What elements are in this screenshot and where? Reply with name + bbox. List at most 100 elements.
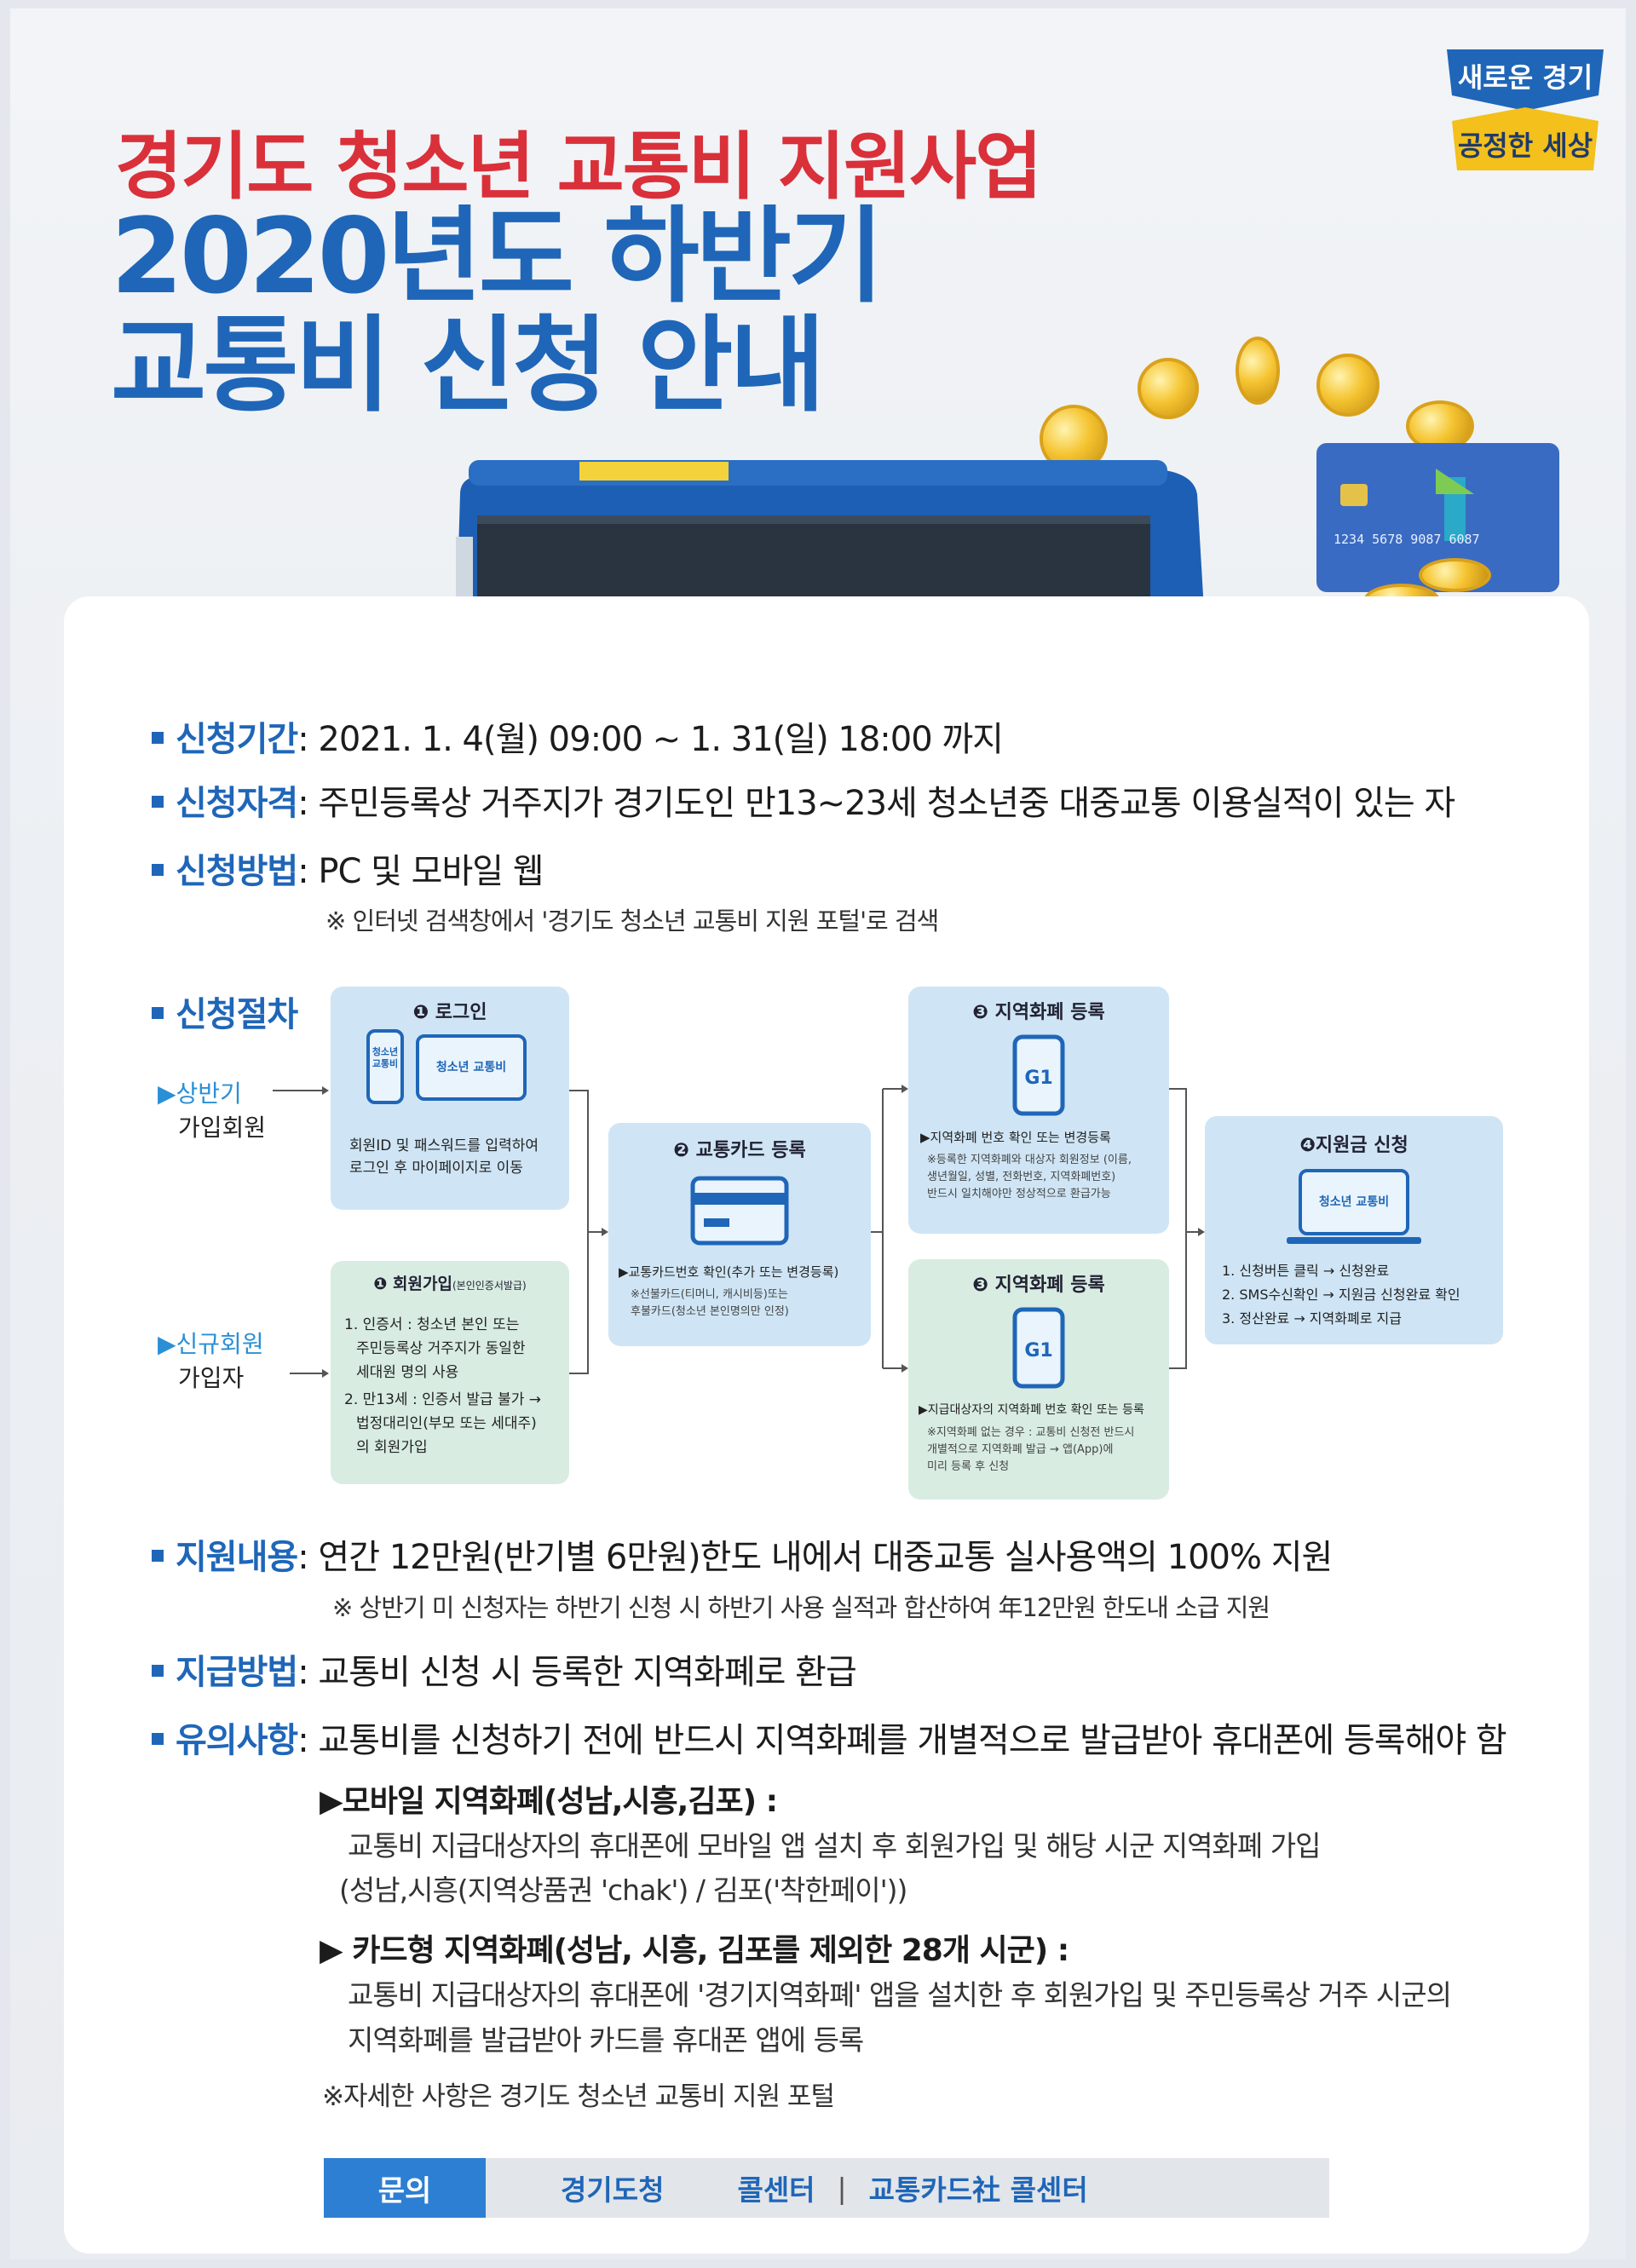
caution-mobile-line1: 교통비 지급대상자의 휴대폰에 모바일 앱 설치 후 회원가입 및 해당 시군 … [348,1829,1321,1862]
card-number: 1234 5678 9087 6087 [1334,532,1480,547]
inquiry-label: 문의 [324,2158,486,2218]
support-row: 지원내용: 연간 12만원(반기별 6만원)한도 내에서 대중교통 실사용액의 … [152,1529,1333,1579]
side-label-new: ▶신규회원 가입자 [158,1330,264,1392]
coin-icon [1138,358,1199,419]
step-signup-text-5: 법정대리인(부모 또는 세대주) [356,1415,537,1432]
step-local-currency-small-1b: 생년월일, 성별, 전화번호, 지역화폐번호) [927,1171,1116,1183]
step-apply-text-3: 3. 정산완료 → 지역화폐로 지급 [1222,1310,1402,1327]
laptop-icon: 청소년 교통비 [1299,1169,1409,1235]
step-local-currency-text-1: ▶지역화폐 번호 확인 또는 변경등록 [920,1130,1111,1145]
transit-card-illustration: 1234 5678 9087 6087 [1316,443,1559,592]
payment-label: 지급방법 [176,1653,298,1692]
caution-card-line1: 교통비 지급대상자의 휴대폰에 '경기지역화폐' 앱을 설치한 후 회원가입 및… [348,1978,1452,2012]
step-local-currency-small-2a: ※지역화폐 없는 경우 : 교통비 신청전 반드시 [927,1426,1135,1439]
logo-line1: 새로운 경기 [1458,61,1593,94]
step-signup-text-4: 2. 만13세 : 인증서 발급 불가 → [344,1391,542,1408]
bullet-icon [152,1550,164,1562]
bullet-icon [152,1733,164,1745]
caution-card-line2: 지역화폐를 발급받아 카드를 휴대폰 앱에 등록 [348,2023,864,2057]
step-local-currency-small-1c: 반드시 일치해야만 정상적으로 환급가능 [927,1188,1111,1200]
step-transit-card-small-1: ※선불카드(티머니, 캐시비등)또는 [631,1288,788,1301]
eligibility-value: : 주민등록상 거주지가 경기도인 만13~23세 청소년중 대중교통 이용실적… [297,784,1455,823]
procedure-row: 신청절차 [152,987,298,1036]
step-transit-card-small-2: 후불카드(청소년 본인명의만 인정) [631,1305,789,1318]
caution-value: : 교통비를 신청하기 전에 반드시 지역화폐를 개별적으로 발급받아 휴대폰에… [297,1721,1506,1760]
gyeonggi-logo: 새로운 경기 공정한 세상 [1447,49,1604,170]
step-apply-title: ❹지원금 신청 [1299,1135,1408,1156]
coin-icon [1236,337,1280,405]
method-row: 신청방법: PC 및 모바일 웹 [152,843,544,893]
step-signup-text-3: 세대원 명의 사용 [356,1364,459,1381]
step-local-currency-text-2: ▶지급대상자의 지역화폐 번호 확인 또는 등록 [919,1403,1144,1417]
step-signup-title: ❶ 회원가입(본인인증서발급) [373,1275,527,1293]
step-local-currency-title-1: ❸ 지역화폐 등록 [972,1002,1105,1023]
step-transit-card-box: ❷ 교통카드 등록 ▶교통카드번호 확인(추가 또는 변경등록) ※선불카드(티… [608,1123,871,1346]
bullet-icon [152,1665,164,1677]
step-apply-text-2: 2. SMS수신확인 → 지원금 신청완료 확인 [1222,1287,1460,1303]
support-label: 지원내용 [176,1538,298,1577]
procedure-label: 신청절차 [176,995,298,1034]
step-apply-box: ❹지원금 신청 청소년 교통비 1. 신청버튼 클릭 → 신청완료 2. SMS… [1205,1116,1503,1344]
footer-separator: | [837,2171,847,2205]
phone-icon: 청소년 교통비 [366,1029,404,1104]
caution-label: 유의사항 [176,1721,298,1760]
period-label: 신청기간 [176,720,298,759]
credit-card-icon [690,1176,789,1246]
logo-line2: 공정한 세상 [1458,130,1593,162]
title-line1: 2020년도 하반기 [111,196,884,317]
side-label-existing: ▶상반기 가입회원 [158,1079,267,1142]
svg-text:G1: G1 [1024,1340,1052,1361]
laptop-icon: 청소년 교통비 [416,1034,527,1101]
method-note: ※ 인터넷 검색창에서 '경기도 청소년 교통비 지원 포털'로 검색 [325,907,939,935]
laptop-base [1287,1237,1421,1244]
coin-icon [1316,354,1380,417]
period-row: 신청기간: 2021. 1. 4(월) 09:00 ~ 1. 31(일) 18:… [152,711,1004,761]
step-local-currency-small-1a: ※등록한 지역화폐와 대상자 회원정보 (이름, [927,1154,1132,1166]
step-local-currency-title-2: ❸ 지역화폐 등록 [972,1275,1105,1296]
caution-row: 유의사항: 교통비를 신청하기 전에 반드시 지역화폐를 개별적으로 발급받아 … [152,1713,1507,1762]
step-local-currency-box-2: ❸ 지역화폐 등록 G1 ▶지급대상자의 지역화폐 번호 확인 또는 등록 ※지… [908,1259,1169,1500]
bullet-icon [152,732,164,744]
title-line2: 교통비 신청 안내 [111,305,826,426]
payment-row: 지급방법: 교통비 신청 시 등록한 지역화폐로 환급 [152,1644,857,1694]
step-local-currency-small-2b: 개별적으로 지역화폐 발급 → 앱(App)에 [927,1443,1114,1456]
footer-card-call: 교통카드社 콜센터 [868,2173,1088,2207]
footer-gov: 경기도청 [561,2173,665,2207]
payment-value: : 교통비 신청 시 등록한 지역화폐로 환급 [297,1653,857,1692]
method-value: : PC 및 모바일 웹 [297,852,544,891]
support-value: : 연간 12만원(반기별 6만원)한도 내에서 대중교통 실사용액의 100%… [297,1538,1333,1577]
bullet-icon [152,796,164,808]
support-note: ※ 상반기 미 신청자는 하반기 신청 시 하반기 사용 실적과 합산하여 年1… [332,1593,1270,1622]
eligibility-label: 신청자격 [176,784,298,823]
phone-icon: G1 [1012,1307,1065,1389]
period-value: : 2021. 1. 4(월) 09:00 ~ 1. 31(일) 18:00 까… [297,720,1004,759]
method-label: 신청방법 [176,852,298,891]
bullet-icon [152,864,164,876]
step-signup-text-2: 주민등록상 거주지가 동일한 [356,1340,526,1357]
phone-icon: G1 [1012,1034,1065,1116]
step-login-text-2: 로그인 후 마이페이지로 이동 [349,1160,523,1177]
step-transit-card-title: ❷ 교통카드 등록 [673,1140,806,1161]
step-signup-text-1: 1. 인증서 : 청소년 본인 또는 [344,1316,520,1333]
inquiry-bar: 문의 경기도청 콜센터 | 교통카드社 콜센터 [324,2158,1329,2218]
content-panel [64,596,1589,2254]
step-login-title: ❶ 로그인 [412,1002,487,1023]
caution-detail: ※자세한 사항은 경기도 청소년 교통비 지원 포털 [322,2081,835,2112]
step-login-box: ❶ 로그인 청소년 교통비 청소년 교통비 회원ID 및 패스워드를 입력하여 … [331,987,569,1210]
caution-mobile-line2: (성남,시흥(지역상품권 'chak') / 김포('착한페이')) [339,1874,907,1907]
step-apply-text-1: 1. 신청버튼 클릭 → 신청완료 [1222,1263,1390,1279]
step-transit-card-text: ▶교통카드번호 확인(추가 또는 변경등록) [619,1264,839,1280]
svg-text:G1: G1 [1024,1068,1052,1089]
caution-card-head: ▶ 카드형 지역화폐(성남, 시흥, 김포를 제외한 28개 시군) : [320,1933,1069,1968]
step-local-currency-box-1: ❸ 지역화폐 등록 G1 ▶지역화폐 번호 확인 또는 변경등록 ※등록한 지역… [908,987,1169,1234]
bullet-icon [152,1007,164,1019]
step-login-text-1: 회원ID 및 패스워드를 입력하여 [349,1137,539,1154]
step-local-currency-small-2c: 미리 등록 후 신청 [927,1460,1010,1473]
footer-call: 콜센터 [737,2173,815,2207]
eligibility-row: 신청자격: 주민등록상 거주지가 경기도인 만13~23세 청소년중 대중교통 … [152,775,1455,825]
title-top: 경기도 청소년 교통비 지원사업 [115,124,1042,210]
caution-mobile-head: ▶모바일 지역화폐(성남,시흥,김포) : [320,1784,778,1819]
step-signup-box: ❶ 회원가입(본인인증서발급) 1. 인증서 : 청소년 본인 또는 주민등록상… [331,1261,569,1484]
coin-icon [1419,558,1491,592]
step-signup-text-6: 의 회원가입 [356,1439,428,1456]
